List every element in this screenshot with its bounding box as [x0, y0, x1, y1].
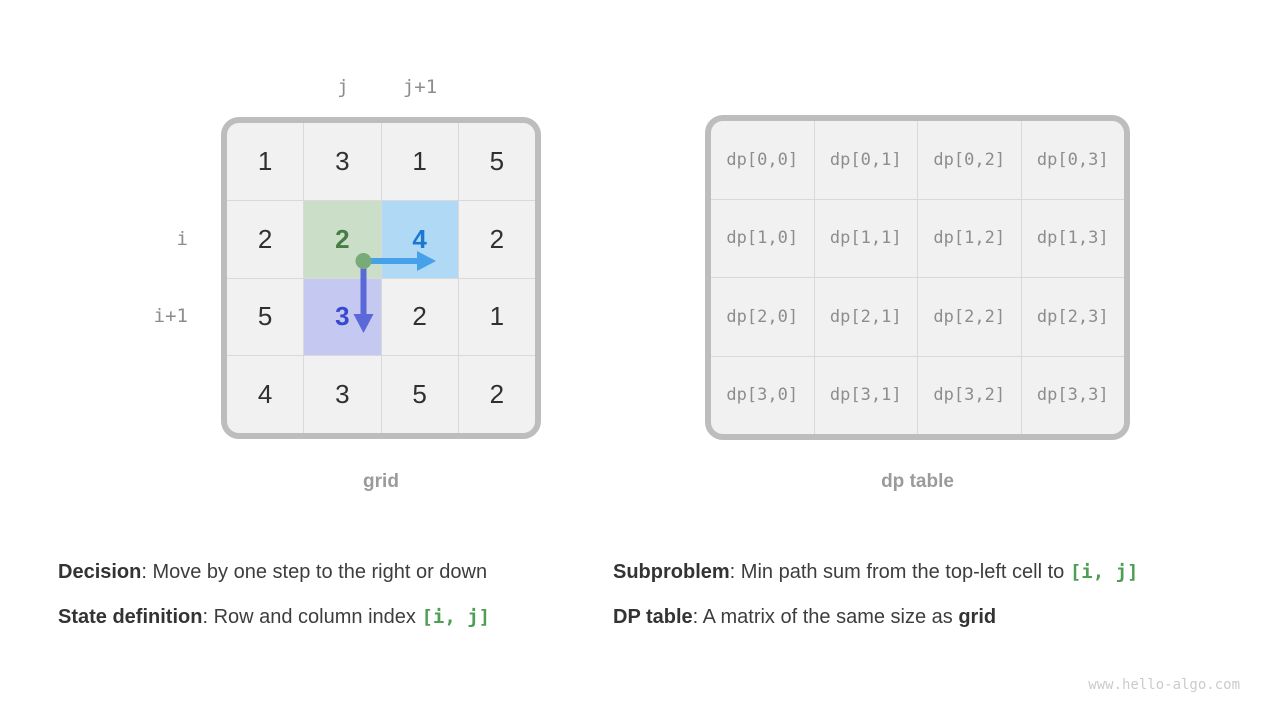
dp-cell-3-3: dp[3,3] [1021, 356, 1124, 434]
grid-cell-0-0: 1 [227, 123, 304, 200]
note-state-definition: State definition: Row and column index [… [58, 603, 490, 631]
row-label-i+1: i+1 [153, 305, 188, 327]
dp-cell-3-1: dp[3,1] [814, 356, 917, 434]
grid-cell-2-0: 5 [227, 278, 304, 356]
dp-table-matrix: dp[0,0]dp[0,1]dp[0,2]dp[0,3]dp[1,0]dp[1,… [705, 115, 1130, 440]
notes-left-column: Decision: Move by one step to the right … [58, 558, 490, 648]
dp-cell-2-3: dp[2,3] [1021, 278, 1124, 356]
col-label-j: j [337, 76, 349, 98]
dp-cell-0-2: dp[0,2] [918, 121, 1021, 199]
grid-caption: grid [363, 471, 399, 492]
note-dp-table-body: : A matrix of the same size as [692, 606, 959, 628]
note-state-code: [i, j] [421, 606, 491, 628]
dp-cell-1-0: dp[1,0] [711, 199, 814, 277]
row-label-i: i [176, 228, 188, 250]
note-state-label: State definition [58, 606, 203, 628]
grid-cell-3-3: 2 [458, 356, 535, 433]
note-dp-table-label: DP table [613, 606, 693, 628]
grid-cell-1-3: 2 [458, 200, 535, 278]
dp-cell-3-2: dp[3,2] [918, 356, 1021, 434]
grid-cell-2-1: 3 [304, 278, 381, 356]
grid-cell-1-2: 4 [381, 200, 458, 278]
dp-cell-1-1: dp[1,1] [814, 199, 917, 277]
note-dp-table: DP table: A matrix of the same size as g… [613, 603, 1138, 631]
dp-cell-1-2: dp[1,2] [918, 199, 1021, 277]
note-decision-label: Decision [58, 561, 142, 583]
col-label-j+1: j+1 [402, 76, 438, 98]
dp-cell-2-1: dp[2,1] [814, 278, 917, 356]
note-state-body: : Row and column index [202, 606, 422, 628]
note-decision-body: : Move by one step to the right or down [141, 561, 488, 583]
grid-cell-0-2: 1 [381, 123, 458, 200]
dp-cell-2-0: dp[2,0] [711, 278, 814, 356]
dp-cell-0-3: dp[0,3] [1021, 121, 1124, 199]
note-subproblem-body: : Min path sum from the top-left cell to [729, 561, 1070, 583]
dp-table-caption: dp table [881, 471, 954, 492]
note-dp-table-grid-term: grid [958, 606, 997, 628]
grid-cell-0-1: 3 [304, 123, 381, 200]
notes-right-column: Subproblem: Min path sum from the top-le… [613, 558, 1138, 648]
note-subproblem: Subproblem: Min path sum from the top-le… [613, 558, 1138, 586]
watermark: www.hello-algo.com [1088, 677, 1240, 693]
grid-cell-2-2: 2 [381, 278, 458, 356]
grid-cell-3-0: 4 [227, 356, 304, 433]
note-decision: Decision: Move by one step to the right … [58, 558, 490, 586]
grid-cell-2-3: 1 [458, 278, 535, 356]
grid-cell-3-1: 3 [304, 356, 381, 433]
grid-cell-3-2: 5 [381, 356, 458, 433]
dp-cell-1-3: dp[1,3] [1021, 199, 1124, 277]
dp-cell-2-2: dp[2,2] [918, 278, 1021, 356]
dp-cell-3-0: dp[3,0] [711, 356, 814, 434]
note-subproblem-code: [i, j] [1069, 561, 1139, 583]
note-subproblem-label: Subproblem [613, 561, 730, 583]
grid-cell-0-3: 5 [458, 123, 535, 200]
dp-cell-0-0: dp[0,0] [711, 121, 814, 199]
dp-cell-0-1: dp[0,1] [814, 121, 917, 199]
grid-cell-1-0: 2 [227, 200, 304, 278]
grid-cell-1-1: 2 [304, 200, 381, 278]
dp-cells: dp[0,0]dp[0,1]dp[0,2]dp[0,3]dp[1,0]dp[1,… [711, 121, 1124, 434]
